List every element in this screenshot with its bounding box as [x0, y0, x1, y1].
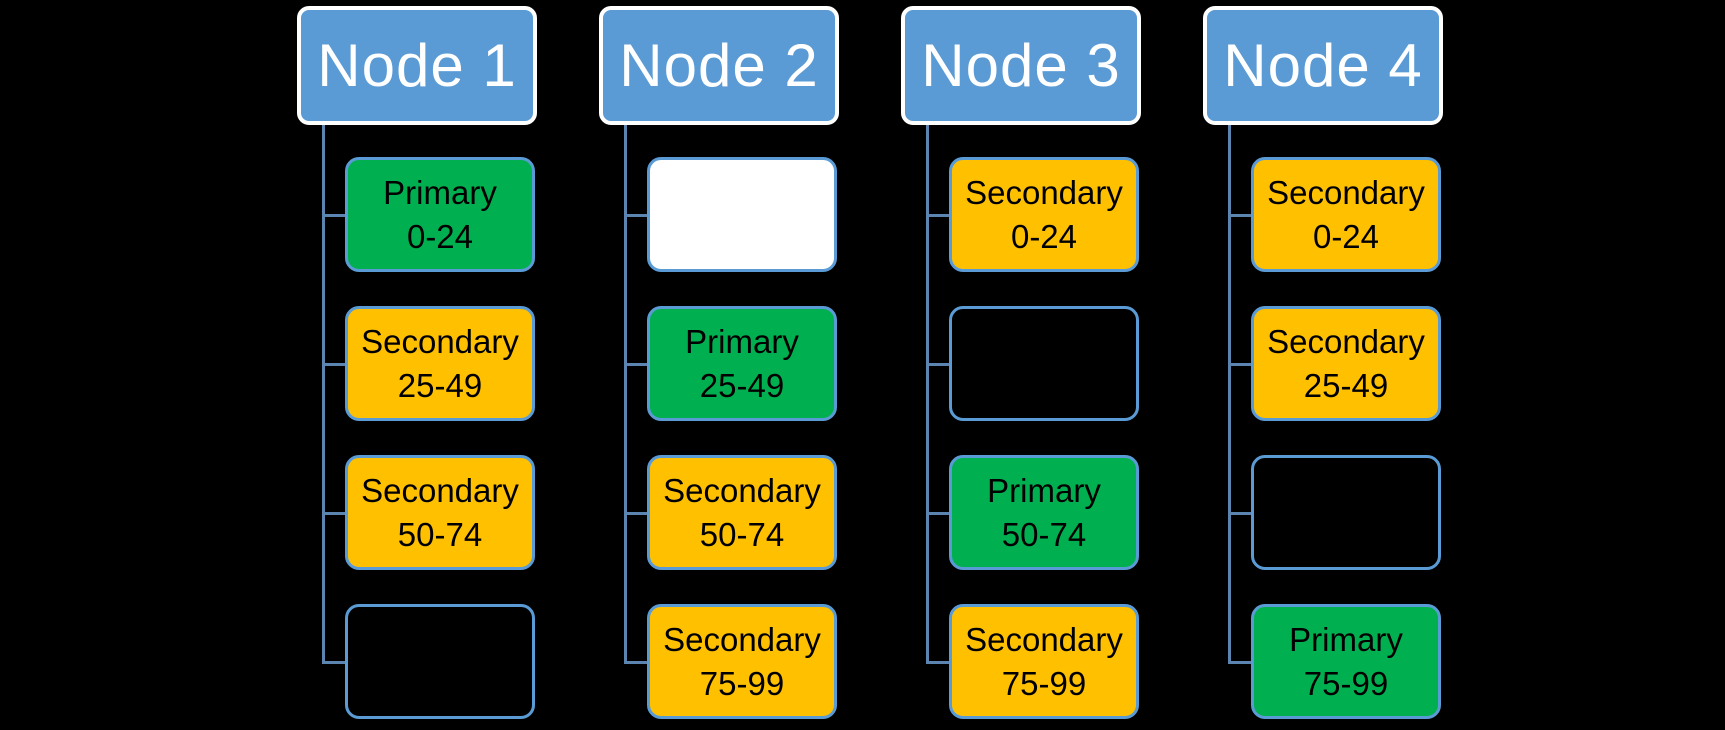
child-range: 75-99 [699, 664, 785, 702]
child-box-blank [647, 157, 837, 272]
child-role: Secondary [1267, 322, 1425, 360]
node-header: Node 2 [599, 6, 839, 125]
child-box-secondary: Secondary 50-74 [345, 455, 535, 570]
connector-stub [322, 511, 347, 515]
child-box-secondary: Secondary 25-49 [345, 306, 535, 421]
node-header: Node 1 [297, 6, 537, 125]
child-box-blank [949, 306, 1139, 421]
child-box-secondary: Secondary 25-49 [1251, 306, 1441, 421]
child-role: Primary [987, 471, 1101, 509]
connector-stub [624, 511, 649, 515]
child-role: Primary [383, 173, 497, 211]
child-role: Secondary [1267, 173, 1425, 211]
connector-vline [322, 125, 325, 664]
connector-stub [624, 660, 649, 664]
child-role: Secondary [663, 620, 821, 658]
connector-stub [1228, 511, 1253, 515]
child-role: Secondary [965, 173, 1123, 211]
child-box-primary: Primary 50-74 [949, 455, 1139, 570]
child-box-secondary: Secondary 75-99 [949, 604, 1139, 719]
connector-stub [624, 362, 649, 366]
connector-vline [624, 125, 627, 664]
node-header: Node 4 [1203, 6, 1443, 125]
connector-stub [322, 660, 347, 664]
child-range: 75-99 [1001, 664, 1087, 702]
connector-stub [322, 362, 347, 366]
child-range: 75-99 [1303, 664, 1389, 702]
connector-stub [1228, 213, 1253, 217]
connector-vline [1228, 125, 1231, 664]
child-box-secondary: Secondary 50-74 [647, 455, 837, 570]
child-box-secondary: Secondary 75-99 [647, 604, 837, 719]
child-range: 0-24 [406, 217, 474, 255]
connector-vline [926, 125, 929, 664]
node-title: Node 3 [921, 31, 1121, 99]
child-role: Secondary [361, 471, 519, 509]
child-role: Secondary [361, 322, 519, 360]
connector-stub [926, 362, 951, 366]
connector-stub [926, 660, 951, 664]
child-box-primary: Primary 75-99 [1251, 604, 1441, 719]
child-range: 25-49 [699, 366, 785, 404]
node-title: Node 1 [317, 31, 517, 99]
connector-stub [926, 213, 951, 217]
child-range: 0-24 [1312, 217, 1380, 255]
child-range: 0-24 [1010, 217, 1078, 255]
child-range: 25-49 [397, 366, 483, 404]
connector-stub [322, 213, 347, 217]
child-range: 50-74 [699, 515, 785, 553]
node-header: Node 3 [901, 6, 1141, 125]
child-box-secondary: Secondary 0-24 [949, 157, 1139, 272]
child-box-primary: Primary 0-24 [345, 157, 535, 272]
connector-stub [624, 213, 649, 217]
child-box-secondary: Secondary 0-24 [1251, 157, 1441, 272]
child-role: Secondary [663, 471, 821, 509]
child-range: 50-74 [1001, 515, 1087, 553]
child-range: 25-49 [1303, 366, 1389, 404]
child-role: Primary [685, 322, 799, 360]
connector-stub [926, 511, 951, 515]
child-range: 50-74 [397, 515, 483, 553]
child-role: Secondary [965, 620, 1123, 658]
child-role: Primary [1289, 620, 1403, 658]
connector-stub [1228, 660, 1253, 664]
node-title: Node 4 [1223, 31, 1423, 99]
child-box-blank [1251, 455, 1441, 570]
child-box-primary: Primary 25-49 [647, 306, 837, 421]
child-box-blank [345, 604, 535, 719]
connector-stub [1228, 362, 1253, 366]
node-title: Node 2 [619, 31, 819, 99]
